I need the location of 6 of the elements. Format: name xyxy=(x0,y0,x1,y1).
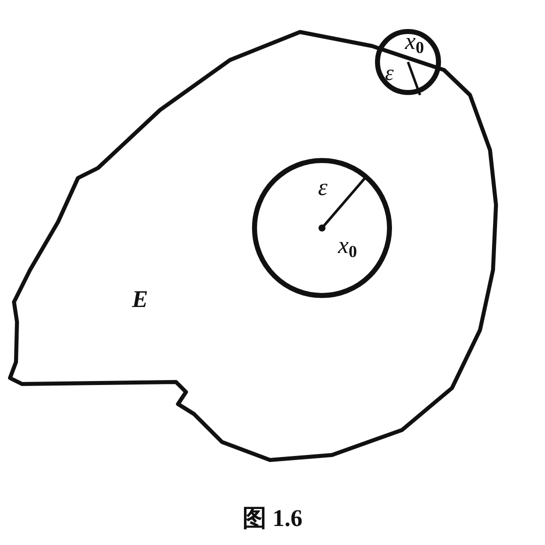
math-label: x$_{0}$ xyxy=(405,30,424,57)
math-label: ε xyxy=(385,62,394,84)
math-label: E xyxy=(132,288,148,312)
figure-caption: 图 1.6 xyxy=(242,505,304,534)
math-label: x$_{0}$ xyxy=(338,234,358,261)
math-label: ε xyxy=(318,176,328,200)
